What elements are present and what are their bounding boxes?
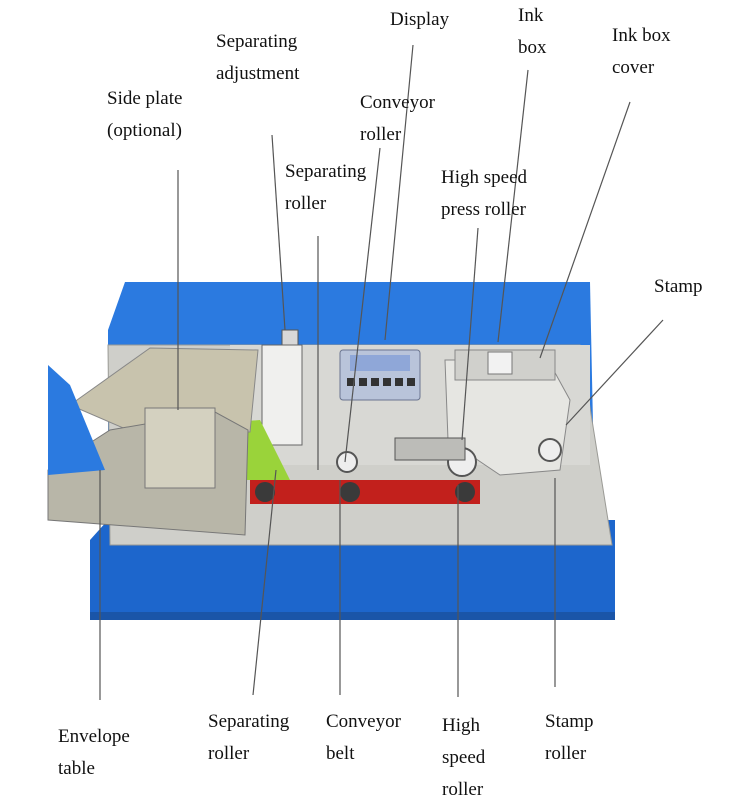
- conveyor-belt-label: Conveyor belt: [326, 711, 401, 764]
- separating-roller-bottom-label: Separating roller: [208, 711, 290, 764]
- leader-lines: [99, 44, 664, 700]
- ink-box-cover-leader-line: [539, 101, 631, 359]
- conveyor-roller-label: Conveyor roller: [360, 92, 435, 145]
- display-label: Display: [390, 9, 450, 30]
- display-screen: [350, 355, 410, 371]
- conveyor-roller-leader-line: [344, 147, 381, 463]
- display-leader-line: [384, 44, 414, 341]
- ink-box-shape: [487, 351, 513, 375]
- side-plate-label: Side plate (optional): [107, 88, 183, 141]
- ink-box-cover-label: Ink box cover: [612, 25, 671, 78]
- envelope-table-label: Envelope table: [58, 726, 130, 779]
- high-speed-press-roller-leader-line: [461, 227, 479, 441]
- ink-box-leader-line: [497, 69, 529, 343]
- stamp-leader-line: [565, 319, 664, 426]
- stamp-roller-shape: [538, 438, 562, 462]
- separating-roller-top-label: Separating roller: [285, 161, 367, 214]
- stamp-roller-label: Stamp roller: [545, 711, 594, 764]
- separating-adjustment-leader-line: [271, 134, 286, 331]
- separating-adjustment-label: Separating adjustment: [216, 31, 300, 84]
- separating-roller-bottom-leader-line: [252, 469, 277, 696]
- conveyor-roller-shape: [336, 451, 358, 473]
- stamp-label: Stamp: [654, 276, 703, 297]
- conveyor-belt-shape: [250, 480, 480, 504]
- high-speed-roller-label: High speed roller: [442, 715, 486, 800]
- ink-box-label: Ink box: [518, 5, 547, 58]
- high-speed-press-roller-label: High speed press roller: [441, 167, 528, 220]
